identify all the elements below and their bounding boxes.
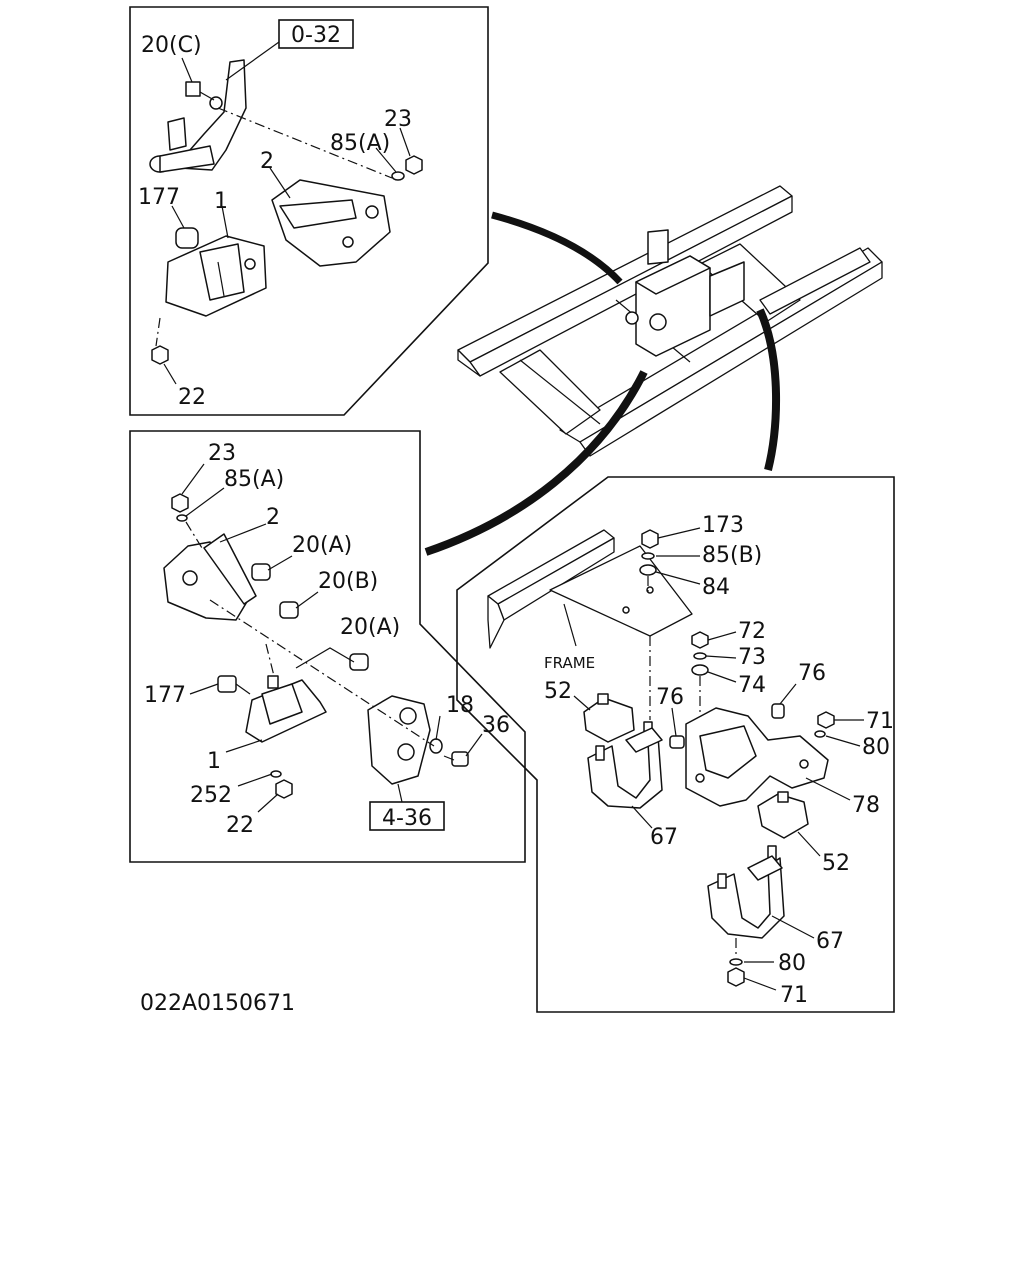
callout-52-right: 52: [822, 851, 850, 876]
panel-middle-frame: [129, 430, 526, 863]
ref-box-top-border: [278, 19, 354, 49]
callout-173: 173: [702, 513, 744, 538]
callout-85b: 85(B): [702, 543, 762, 568]
callout-78: 78: [852, 793, 880, 818]
callout-72: 72: [738, 619, 766, 644]
callout-177: 177: [138, 185, 180, 210]
panel-top-frame: [129, 6, 489, 416]
callout-22: 22: [178, 385, 206, 410]
ref-box-middle: 4-36: [382, 806, 432, 831]
callout-mid-20a-1: 20(A): [292, 533, 352, 558]
panel-right-frame: [456, 476, 895, 1013]
callout-mid-36: 36: [482, 713, 510, 738]
callout-mid-177: 177: [144, 683, 186, 708]
callout-mid-20a-2: 20(A): [340, 615, 400, 640]
connector-arc-middle: [424, 370, 648, 556]
callout-67-right: 67: [816, 929, 844, 954]
callout-85a: 85(A): [330, 131, 390, 156]
callout-2: 2: [260, 149, 274, 174]
callout-67-left: 67: [650, 825, 678, 850]
callout-mid-2: 2: [266, 505, 280, 530]
ref-box-middle-border: [369, 801, 445, 831]
callout-52-left: 52: [544, 679, 572, 704]
callout-23: 23: [384, 107, 412, 132]
callout-mid-18: 18: [446, 693, 474, 718]
callout-mid-20b: 20(B): [318, 569, 378, 594]
diagram-code: 022A0150671: [140, 991, 295, 1016]
callout-mid-1: 1: [207, 749, 221, 774]
connector-arc-top: [491, 211, 623, 285]
callout-1: 1: [214, 189, 228, 214]
callout-71-top: 71: [866, 709, 894, 734]
callout-20c: 20(C): [141, 33, 202, 58]
right-panel-parts: [487, 529, 835, 987]
chassis-frame-illustration: [457, 185, 883, 457]
callout-mid-22: 22: [226, 813, 254, 838]
callout-73: 73: [738, 645, 766, 670]
callout-71-bottom: 71: [780, 983, 808, 1008]
top-panel-parts: [149, 59, 423, 365]
callout-76-left: 76: [656, 685, 684, 710]
callout-80-top: 80: [862, 735, 890, 760]
callout-84: 84: [702, 575, 730, 600]
leader-ref-top: [225, 41, 280, 81]
connector-arc-right: [756, 308, 781, 471]
callout-mid-252: 252: [190, 783, 232, 808]
callout-80-bottom: 80: [778, 951, 806, 976]
frame-label: FRAME: [544, 654, 595, 672]
callout-mid-23: 23: [208, 441, 236, 466]
callout-74: 74: [738, 673, 766, 698]
ref-box-top: 0-32: [291, 23, 341, 48]
callout-76-right: 76: [798, 661, 826, 686]
middle-panel-parts: [163, 493, 469, 799]
callout-mid-85a: 85(A): [224, 467, 284, 492]
